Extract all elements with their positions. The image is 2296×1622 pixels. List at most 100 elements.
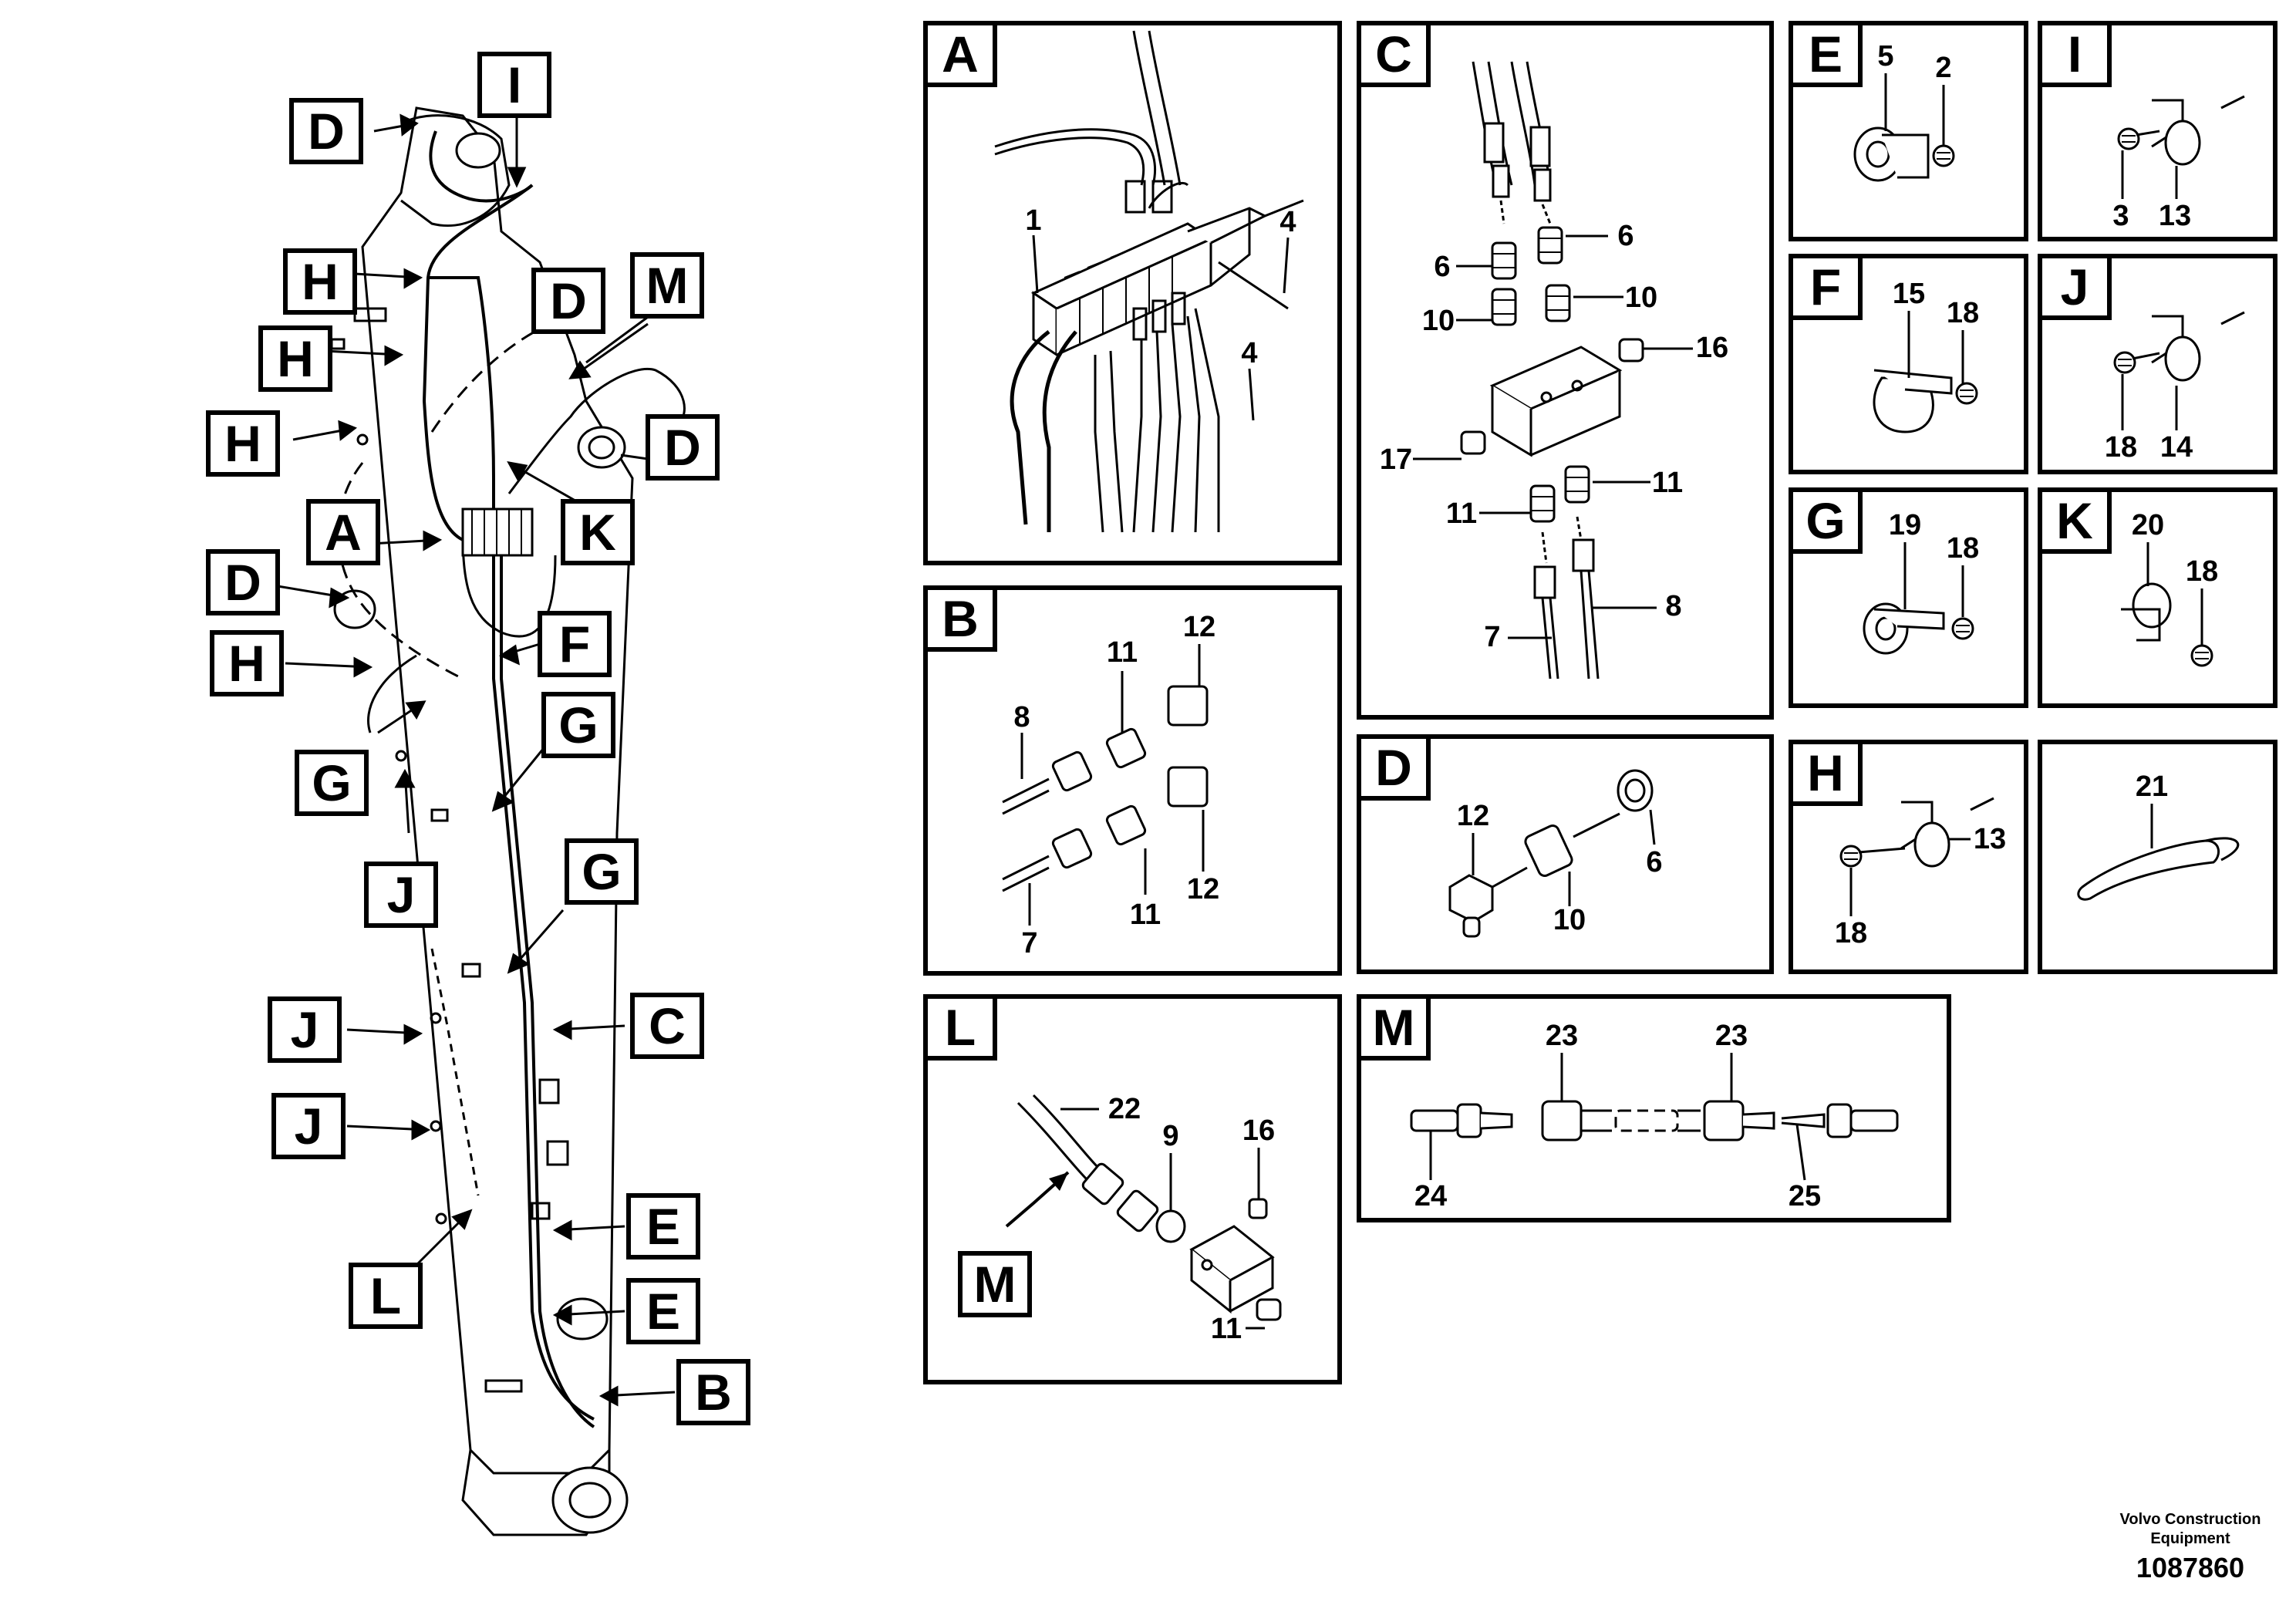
valve-block-drawing (994, 30, 1304, 533)
panel-l: L M 22 9 16 11 (923, 994, 1342, 1384)
part-number: 6 (1434, 251, 1450, 283)
panel-j: J 18 14 (2038, 254, 2277, 474)
part-number: 9 (1162, 1120, 1178, 1152)
part-number: 12 (1183, 611, 1215, 643)
panel-title: C (1375, 25, 1412, 83)
part-number: 18 (1835, 917, 1867, 949)
panel-m: M 23 23 24 25 (1357, 994, 1951, 1222)
panel-title: L (945, 999, 976, 1056)
clip-drawing (2117, 95, 2245, 166)
part-number: 13 (2159, 200, 2191, 232)
part-number: 17 (1380, 443, 1412, 476)
panel-title: K (2056, 492, 2093, 549)
callout-label: L (370, 1267, 401, 1324)
callout-m[interactable]: M (958, 1251, 1032, 1317)
callout-label: M (646, 257, 689, 314)
callout-k[interactable]: K (561, 499, 635, 565)
hose-fitting-drawing (1017, 1094, 1282, 1321)
part-number: 2 (1935, 52, 1951, 84)
company-name: Volvo Construction (2120, 1511, 2261, 1528)
callout-g[interactable]: G (565, 838, 639, 905)
panel-title: E (1809, 25, 1843, 83)
part-number: 4 (1279, 206, 1296, 238)
company-name-line2: Equipment (2150, 1530, 2230, 1547)
part-number: 19 (1889, 509, 1921, 541)
callout-j[interactable]: J (271, 1093, 346, 1159)
callout-label: E (646, 1283, 680, 1340)
footer: Volvo Construction Equipment 1087860 (2120, 1511, 2261, 1583)
panel-c: C 6 6 10 10 16 17 11 11 8 7 (1357, 21, 1774, 720)
panel-title: B (942, 590, 979, 647)
part-number: 18 (2186, 555, 2218, 588)
callout-c[interactable]: C (630, 993, 704, 1059)
callout-label: J (291, 1001, 319, 1058)
part-number: 18 (1947, 532, 1979, 565)
callout-h[interactable]: H (206, 410, 280, 477)
callout-i[interactable]: I (477, 52, 551, 118)
part-number: 1 (1025, 204, 1041, 237)
part-number: 11 (1652, 467, 1683, 499)
part-number: 16 (1242, 1114, 1275, 1147)
drawing-number: 1087860 (2136, 1552, 2244, 1583)
clamp-drawing (1863, 602, 1974, 655)
callout-label: D (308, 103, 345, 160)
callout-e[interactable]: E (626, 1193, 700, 1259)
callout-label: I (507, 56, 521, 113)
callout-label: F (559, 615, 590, 673)
part-number: 11 (1211, 1313, 1242, 1345)
part-number: 18 (1947, 297, 1979, 329)
part-number: 13 (1974, 823, 2006, 855)
panel-k: K 20 18 (2038, 487, 2277, 708)
part-number: 4 (1241, 337, 1257, 369)
callout-e[interactable]: E (626, 1278, 700, 1344)
part-number: 8 (1013, 701, 1030, 733)
callout-j[interactable]: J (364, 862, 438, 928)
callout-g[interactable]: G (295, 750, 369, 816)
callout-label: J (387, 866, 416, 923)
callout-g[interactable]: G (541, 692, 615, 758)
callout-m[interactable]: M (630, 252, 704, 319)
callout-h[interactable]: H (258, 325, 332, 392)
part-number: 12 (1457, 800, 1489, 832)
panel-title: F (1810, 258, 1841, 315)
panel-i: I 3 13 (2038, 21, 2277, 241)
panel-b: B 11 12 8 7 11 12 (923, 585, 1342, 976)
part-number: 16 (1696, 332, 1728, 364)
callout-d[interactable]: D (289, 98, 363, 164)
part-number: 25 (1789, 1180, 1821, 1212)
clamp-drawing (1853, 126, 1955, 182)
callout-a[interactable]: A (306, 499, 380, 565)
callout-leaders (277, 113, 676, 1407)
clip-drawing (2113, 311, 2245, 382)
panel-title: A (942, 25, 979, 83)
cable-tie-drawing (2077, 837, 2240, 901)
callout-d[interactable]: D (206, 549, 280, 615)
callout-label: G (558, 696, 598, 754)
callout-label: C (649, 997, 686, 1054)
callout-label: H (302, 253, 339, 310)
callout-label: E (646, 1198, 680, 1255)
callout-b[interactable]: B (676, 1359, 750, 1425)
callout-j[interactable]: J (268, 996, 342, 1063)
callout-label: A (325, 504, 362, 561)
callout-l[interactable]: L (349, 1263, 423, 1329)
callout-d[interactable]: D (531, 268, 605, 334)
clamp-drawing (1873, 369, 1978, 433)
fittings-drawing (1002, 685, 1209, 892)
clip-drawing (2121, 582, 2213, 667)
callout-h[interactable]: H (283, 248, 357, 315)
panel-title: I (2068, 25, 2082, 83)
part-number: 15 (1893, 278, 1925, 310)
clip-drawing (1839, 797, 1994, 868)
part-number: 22 (1108, 1093, 1141, 1125)
part-number: 6 (1646, 846, 1662, 878)
callout-h[interactable]: H (210, 630, 284, 696)
callout-label: D (224, 554, 261, 611)
adapter-drawing (1448, 769, 1654, 938)
callout-d[interactable]: D (646, 414, 720, 481)
callout-label: H (224, 415, 261, 472)
panel-a: A 1 4 4 (923, 21, 1342, 565)
panel-f: F 15 18 (1789, 254, 2028, 474)
callout-f[interactable]: F (538, 611, 612, 677)
